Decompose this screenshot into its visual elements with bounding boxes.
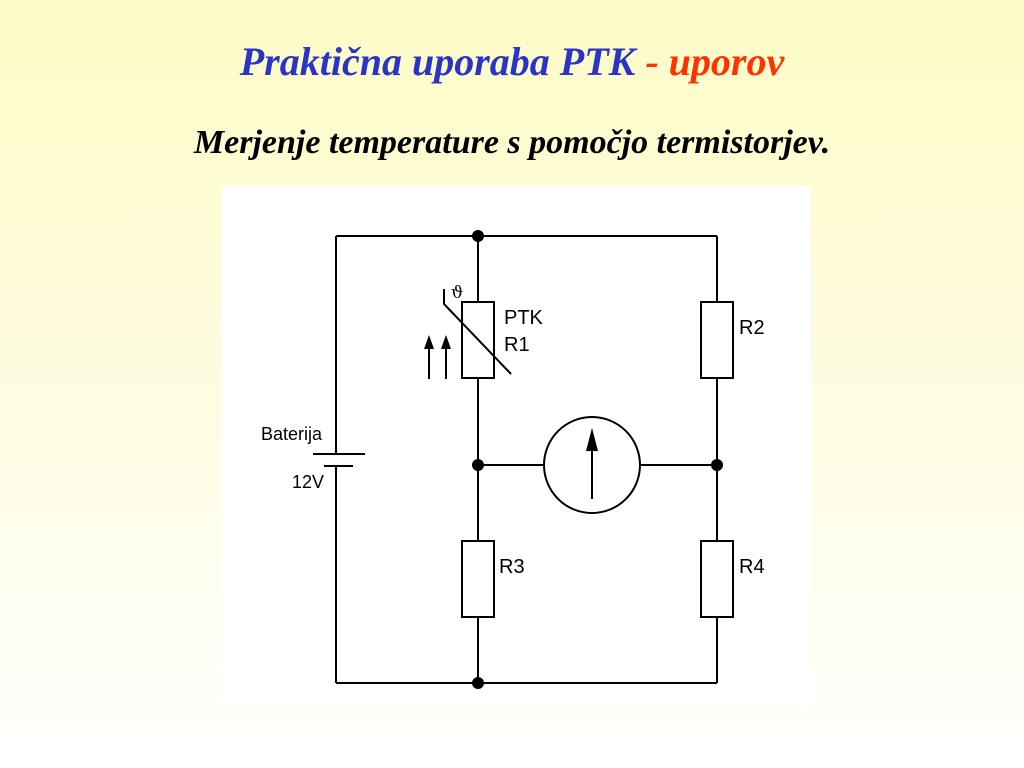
resistor-r2 <box>700 301 734 379</box>
title-accent: uporov <box>668 39 785 84</box>
junction-right <box>711 459 723 471</box>
label-r4: R4 <box>739 556 765 578</box>
temperature-symbol: ϑ <box>451 283 463 303</box>
slide-subtitle: Merjenje temperature s pomočjo termistor… <box>193 124 831 161</box>
resistor-r3 <box>461 540 495 618</box>
heat-arrows-icon <box>424 335 451 379</box>
label-r1-type: PTK <box>504 307 544 329</box>
battery-symbol <box>313 453 365 467</box>
bridge-circuit-diagram: ϑ PTK R1 R2 R3 R4 Baterija 12V <box>261 230 765 689</box>
junction-top <box>472 230 484 242</box>
thermistor-diagonal-icon <box>443 289 512 375</box>
title-main: Praktična uporaba PTK <box>239 39 636 84</box>
label-battery-voltage: 12V <box>292 472 324 492</box>
slide-title: Praktična uporaba PTK - uporov <box>0 36 1024 88</box>
junction-bottom <box>472 677 484 689</box>
circuit-figure: ϑ PTK R1 R2 R3 R4 Baterija 12V <box>221 186 811 706</box>
title-separator: - <box>635 39 669 84</box>
junction-left <box>472 459 484 471</box>
meter-needle-arrowhead <box>586 428 598 451</box>
resistor-r4 <box>700 540 734 618</box>
label-r2: R2 <box>739 317 765 339</box>
label-r1-name: R1 <box>504 334 530 356</box>
label-r3: R3 <box>499 556 525 578</box>
label-battery: Baterija <box>261 424 323 444</box>
